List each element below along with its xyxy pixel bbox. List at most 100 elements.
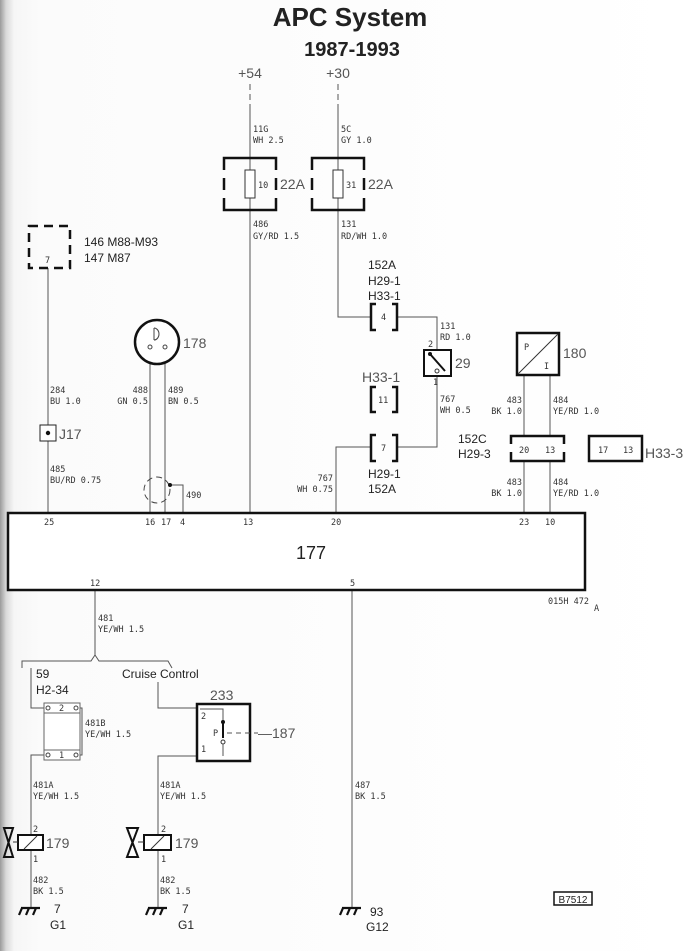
label-comp178-label: 178 [183, 335, 207, 351]
label-wires-w767b-0: 767 [318, 474, 333, 484]
label-conn59-l2: H2-34 [36, 683, 69, 697]
label-conn152c-pin13: 13 [545, 446, 555, 456]
ground-g1-right: 7 G1 [144, 902, 194, 932]
label-wires-w482a-1: BK 1.5 [33, 887, 64, 897]
label-wires-w284-1: BU 1.0 [50, 397, 81, 407]
label-wires-w486-0: 486 [253, 220, 268, 230]
label-wires-w481a1-0: 481A [33, 781, 53, 791]
label-wires-w482b-1: BK 1.5 [160, 887, 191, 897]
label-wires-w767a-1: WH 0.5 [440, 406, 471, 416]
solenoid-valve-179-right: 2 1 179 [125, 825, 199, 865]
ground-g1-left: 7 G1 [17, 902, 66, 932]
label-conn7-pin: 7 [381, 444, 386, 454]
label-cruise-ref: —187 [258, 725, 296, 741]
label-wires-w488-0: 488 [133, 386, 148, 396]
label-conn152a_top-pin: 4 [381, 313, 386, 323]
label-wires-w131b-1: RD 1.0 [440, 333, 471, 343]
label-cruise-pin1: 1 [201, 745, 206, 755]
label-valves-0-pin1: 1 [33, 855, 38, 865]
label-ecu-pins-p20: 20 [331, 518, 341, 528]
label-wires-w484a-0: 484 [553, 396, 568, 406]
label-conn152c-pin20: 20 [519, 446, 529, 456]
label-cruise-pin2: 2 [201, 712, 206, 722]
label-ecu-pins-p17: 17 [161, 518, 171, 528]
label-conn152c-l1: 152C [458, 432, 487, 446]
label-h33_3-label: H33-3 [645, 445, 683, 461]
ecu-reference-a: A [594, 604, 599, 614]
label-conn59-pin2: 2 [59, 704, 64, 714]
label-cruise-p: P [213, 729, 218, 739]
supply-54: +54 [238, 65, 262, 81]
page-subtitle: 1987-1993 [304, 39, 400, 61]
label-j17-label: J17 [59, 426, 82, 442]
label-h33_3-pin13: 13 [623, 446, 633, 456]
label-fuses-1-num: 31 [346, 181, 356, 191]
label-grounds-0-g: G1 [50, 918, 66, 932]
label-grounds-2-n: 93 [370, 905, 384, 919]
label-wires-w131b-0: 131 [440, 322, 455, 332]
label-wires-w131a-1: RD/WH 1.0 [341, 232, 387, 242]
label-wires-w483a-1: BK 1.0 [491, 407, 522, 417]
label-wires-w481-1: YE/WH 1.5 [98, 625, 144, 635]
label-wires-w487-1: BK 1.5 [355, 792, 386, 802]
label-wires-w481b-1: YE/WH 1.5 [85, 730, 131, 740]
label-conn59-pin1: 1 [59, 751, 64, 761]
label-ecu-pins-p13: 13 [243, 518, 253, 528]
label-wires-w767a-0: 767 [440, 395, 455, 405]
label-wires-w11g-0: 11G [253, 125, 268, 135]
connector-152a-pin4: 152A H29-1 H33-1 4 [368, 258, 401, 332]
ecu-reference: 015H 472 [548, 597, 589, 607]
label-fuses-1-rating: 22A [368, 176, 394, 192]
label-wires-w487-0: 487 [355, 781, 370, 791]
label-wires-w11g-1: WH 2.5 [253, 136, 284, 146]
label-conn152a_top-l2: H29-1 [368, 274, 401, 288]
label-wires-w489-0: 489 [168, 386, 183, 396]
connector-h33-3: 17 13 H33-3 [587, 434, 683, 463]
shield-490: 490 [143, 476, 201, 504]
label-ecu-pins-p25: 25 [44, 518, 54, 528]
label-comp180-i: I [544, 362, 549, 372]
label-wires-w284-0: 284 [50, 386, 65, 396]
label-wires-w484a-1: YE/RD 1.0 [553, 407, 599, 417]
connector-h33-1: H33-1 11 [362, 369, 400, 414]
label-valves-1-pin2: 2 [161, 825, 166, 835]
label-ecu-pins-p10: 10 [545, 518, 555, 528]
label-valves-0-pin2: 2 [33, 825, 38, 835]
connector-152c: 152C H29-3 20 13 [458, 432, 566, 463]
label-cruise-label: Cruise Control [122, 667, 199, 681]
label-grounds-2-g: G12 [366, 920, 389, 934]
label-grounds-1-g: G1 [178, 918, 194, 932]
label-wires-w488-1: GN 0.5 [117, 397, 148, 407]
wires [21, 84, 551, 908]
label-wires-w486-1: GY/RD 1.5 [253, 232, 299, 242]
label-wires-w131a-0: 131 [341, 220, 356, 230]
switch-29: 2 1 29 [423, 340, 471, 388]
label-wires-w489-1: BN 0.5 [168, 397, 199, 407]
fuse-31: 31 22A [310, 156, 394, 212]
label-h33_1-label: H33-1 [362, 369, 400, 385]
label-ecu-pins-p4: 4 [180, 518, 185, 528]
label-switch29-pin2: 2 [428, 340, 433, 350]
label-comp180-label: 180 [563, 345, 587, 361]
component-146: 7 146 M88-M93 147 M87 [27, 224, 158, 270]
label-ecu-pins-p23: 23 [519, 518, 529, 528]
label-grounds-1-n: 7 [182, 902, 189, 916]
label-wires-w481a1-1: YE/WH 1.5 [33, 792, 79, 802]
label-wires-w481a2-1: YE/WH 1.5 [160, 792, 206, 802]
label-wires-w485-0: 485 [50, 465, 65, 475]
label-ecu-pins-p5: 5 [350, 579, 355, 589]
sensor-178: 178 [133, 318, 207, 366]
label-wires-w767b-1: WH 0.75 [297, 485, 333, 495]
label-wires-w484b-1: YE/RD 1.0 [553, 489, 599, 499]
label-comp180-p: P [524, 343, 529, 353]
label-wires-w5c-1: GY 1.0 [341, 136, 372, 146]
fuse-10: 10 22A [222, 156, 306, 212]
label-ecu-label: 177 [296, 543, 326, 563]
label-fuses-0-num: 10 [258, 181, 268, 191]
label-h33_3-pin17: 17 [598, 446, 608, 456]
label-comp146-line2: 147 M87 [84, 251, 131, 265]
label-conn152a_top-l1: 152A [368, 258, 396, 272]
label-ecu-pins-p12: 12 [90, 579, 100, 589]
